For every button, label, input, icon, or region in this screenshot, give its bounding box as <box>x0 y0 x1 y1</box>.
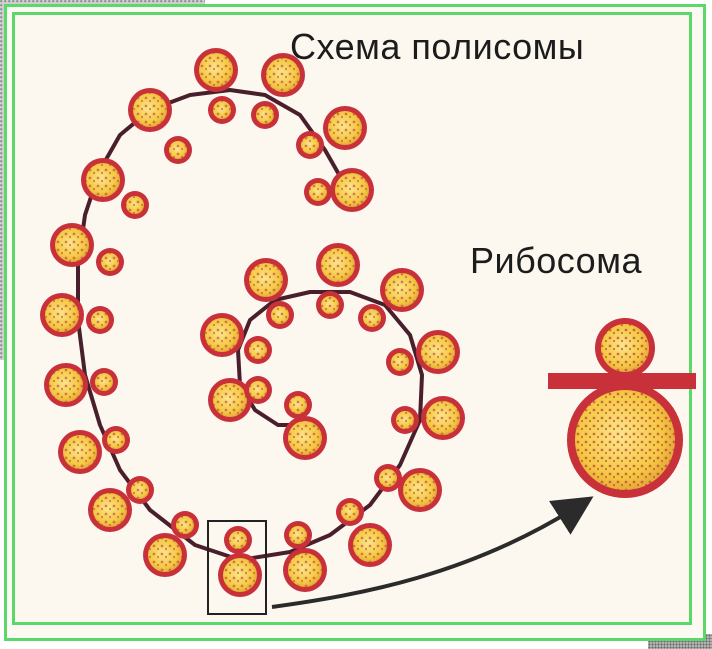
ribosome <box>283 391 327 460</box>
ribosome <box>81 158 149 219</box>
ribosome <box>200 313 272 364</box>
ribosome <box>316 243 360 319</box>
ribosome <box>40 293 114 337</box>
ribosome <box>386 330 460 376</box>
ribosome <box>374 464 442 512</box>
ribosome <box>296 106 367 159</box>
ribosome <box>304 168 374 212</box>
ribosome-label: Рибосома <box>470 240 642 282</box>
ribosome <box>283 521 327 592</box>
ribosome <box>218 526 262 597</box>
ribosome <box>50 223 124 276</box>
enlarged-ribosome <box>548 318 696 498</box>
ribosome <box>391 396 465 440</box>
diagram-title: Схема полисомы <box>290 26 584 68</box>
ribosome <box>194 48 238 124</box>
ribosome <box>44 363 118 407</box>
